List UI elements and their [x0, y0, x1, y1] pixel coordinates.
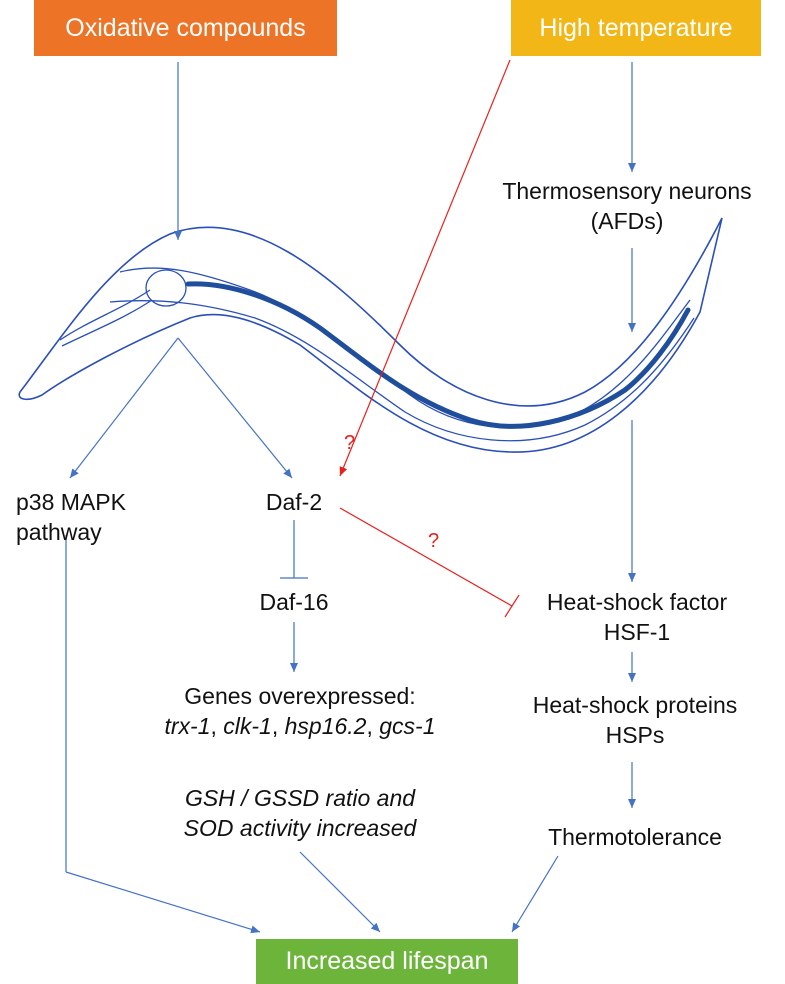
gene-trx1: trx-1	[164, 713, 211, 739]
oxidative-compounds-box: Oxidative compounds	[34, 0, 337, 56]
worm-intestine	[185, 281, 691, 429]
unknown-links	[339, 59, 520, 618]
increased-lifespan-box: Increased lifespan	[256, 939, 518, 984]
unknown-marker-daf2-hsf1: ?	[428, 530, 440, 552]
worm-illustration	[18, 217, 723, 453]
high-temperature-box: High temperature	[511, 0, 761, 56]
worm-pharynx	[59, 289, 153, 347]
worm-outer-body	[18, 217, 723, 453]
gene-separator: ,	[271, 713, 285, 739]
gene-separator: ,	[366, 713, 380, 739]
gene-clk1: clk-1	[223, 713, 272, 739]
gene-gcs1: gcs-1	[379, 713, 436, 739]
arrow-worm-to-p38	[69, 337, 179, 479]
p38-mapk-label: p38 MAPK pathway	[16, 489, 126, 545]
gsh-sod-label: GSH / GSSD ratio and SOD activity increa…	[183, 785, 417, 841]
arrow-gsh-to-lifespan	[299, 851, 381, 933]
hsps-label: Heat-shock proteins HSPs	[532, 692, 738, 748]
gene-hsp16-2: hsp16.2	[284, 713, 367, 739]
thermosensory-neurons-label: Thermosensory neurons (AFDs)	[502, 178, 752, 234]
inhibit-daf2-hsf1	[339, 507, 513, 607]
inhibit-daf2-hsf1-bar	[504, 594, 520, 618]
daf2-label: Daf-2	[265, 489, 323, 515]
daf16-label: Daf-16	[259, 589, 329, 615]
activation-arrows	[65, 62, 636, 934]
worm-pharynx-bulb	[145, 269, 187, 307]
arrow-worm-to-daf2	[177, 337, 293, 479]
worm-inner-line-bottom	[109, 300, 695, 442]
arrow-p38-to-lifespan-tip	[65, 871, 261, 934]
unknown-marker-daf2-input: ?	[344, 432, 356, 454]
genes-overexpressed-label: Genes overexpressed: trx-1, clk-1, hsp16…	[164, 683, 436, 739]
arrow-thermotolerance-to-lifespan	[511, 855, 559, 933]
arrow-temperature-to-daf2	[339, 59, 511, 477]
hsf1-label: Heat-shock factor HSF-1	[546, 589, 728, 645]
thermotolerance-label: Thermotolerance	[548, 824, 722, 850]
gene-separator: ,	[210, 713, 224, 739]
